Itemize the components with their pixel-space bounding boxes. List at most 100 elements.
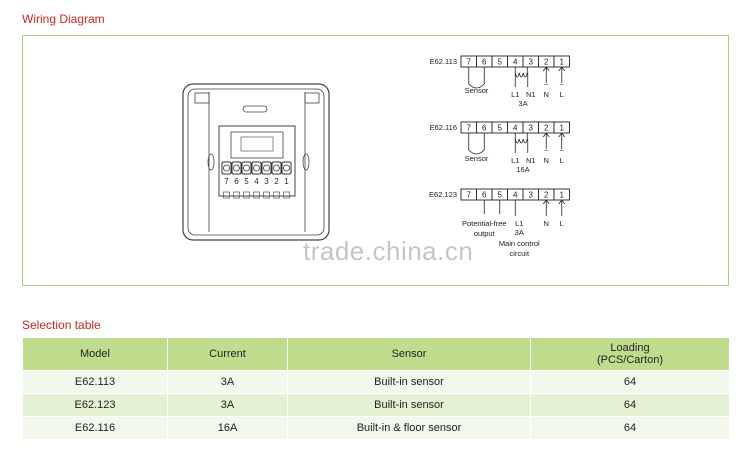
- cell-sensor: Built-in sensor: [287, 370, 531, 394]
- terminal-screw-head: [253, 164, 260, 172]
- power-arrow: [558, 132, 566, 138]
- terminal-screw: [231, 161, 242, 175]
- power-arrow: [558, 66, 566, 72]
- schematic-terminal-number: 1: [560, 191, 565, 200]
- terminal-screw-head: [273, 164, 280, 172]
- schematic-terminal-number: 2: [544, 191, 549, 200]
- schematic-terminal-number: 3: [529, 124, 534, 133]
- circuit-label-line2: circuit: [509, 249, 530, 258]
- schematic-terminal-number: 2: [544, 58, 549, 67]
- header-current: Current: [167, 337, 288, 371]
- terminal-clamp: [253, 191, 260, 199]
- terminal-screw-head: [283, 164, 290, 172]
- power-arrow: [542, 66, 550, 72]
- terminal-number: 5: [244, 177, 249, 186]
- terminal-screw-head: [263, 164, 270, 172]
- schematic-terminal-number: 5: [498, 58, 503, 67]
- terminal-number: 7: [224, 177, 229, 186]
- load-label-n1: N1: [526, 156, 536, 165]
- load-label-l1: L1: [511, 90, 519, 99]
- schematic-terminal-number: 6: [482, 191, 487, 200]
- terminal-number: 3: [264, 177, 269, 186]
- schematic-terminal-number: 4: [513, 124, 518, 133]
- terminal-screw-head: [233, 164, 240, 172]
- schematic-terminal-number: 5: [498, 191, 503, 200]
- terminal-screw: [271, 161, 282, 175]
- cell-loading: 64: [530, 416, 730, 440]
- terminal-number: 4: [254, 177, 259, 186]
- ac-symbol: ~: [560, 146, 565, 155]
- load-current-label: 3A: [518, 99, 527, 108]
- load-coil: [514, 133, 528, 144]
- load-label-l1: L1: [515, 219, 523, 228]
- header-loading-line: Loading: [610, 342, 650, 354]
- power-label: N: [544, 156, 549, 165]
- load-current-label: 3A: [515, 228, 524, 237]
- cell-loading: 64: [530, 393, 730, 417]
- schematic-model-label: E62.116: [430, 123, 457, 132]
- ac-symbol: ~: [544, 146, 549, 155]
- power-label: L: [560, 156, 564, 165]
- cell-model: E62.113: [22, 370, 168, 394]
- terminal-screw: [261, 161, 272, 175]
- sensor-symbol: [468, 83, 485, 89]
- selection-table: Model Current Sensor Loading(PCS/Carton)…: [22, 337, 730, 440]
- terminal-number: 6: [234, 177, 239, 186]
- cell-loading: 64: [530, 370, 730, 394]
- cell-current: 16A: [167, 416, 288, 440]
- cell-current: 3A: [167, 370, 288, 394]
- cell-model: E62.116: [22, 416, 168, 440]
- schematic-terminal-number: 4: [513, 58, 518, 67]
- terminal-screw: [251, 161, 262, 175]
- table-row: E62.123 3A Built-in sensor 64: [22, 393, 730, 417]
- thermostat-backplate: [182, 83, 330, 241]
- schematic-terminal-number: 5: [498, 124, 503, 133]
- schematic-terminal-number: 6: [482, 124, 487, 133]
- terminal-clamp: [233, 191, 240, 199]
- table-row: E62.116 16A Built-in & floor sensor 64: [22, 416, 730, 440]
- wiring-diagram-title: Wiring Diagram: [22, 12, 105, 26]
- schematic-terminal-number: 7: [467, 191, 472, 200]
- output-label-line1: Potential-free: [462, 219, 507, 228]
- terminal-screw-head: [243, 164, 250, 172]
- terminal-screw: [281, 161, 292, 175]
- load-label-n1: N1: [526, 90, 536, 99]
- header-model: Model: [22, 337, 168, 371]
- power-arrow: [558, 199, 566, 205]
- cell-current: 3A: [167, 393, 288, 417]
- schematic-terminal-number: 3: [529, 191, 534, 200]
- load-label-l1: L1: [511, 156, 519, 165]
- sensor-label: Sensor: [465, 154, 489, 163]
- schematic-terminal-number: 6: [482, 58, 487, 67]
- schematic-model-label: E62.123: [429, 190, 457, 199]
- ac-symbol: ~: [544, 80, 549, 89]
- cell-sensor: Built-in sensor: [287, 393, 531, 417]
- schematic-model-label: E62.113: [430, 57, 457, 66]
- sensor-label: Sensor: [465, 86, 489, 95]
- terminal-clamp: [273, 191, 280, 199]
- selection-table-title: Selection table: [22, 318, 101, 332]
- terminal-screw: [221, 161, 232, 175]
- terminal-clamp: [243, 191, 250, 199]
- watermark-text: trade.china.cn: [303, 236, 474, 266]
- output-label-line2: output: [474, 229, 496, 238]
- cell-sensor: Built-in & floor sensor: [287, 416, 531, 440]
- header-loading: Loading(PCS/Carton): [530, 337, 730, 371]
- schematic-terminal-number: 2: [544, 124, 549, 133]
- terminal-screw-head: [223, 164, 230, 172]
- terminal-clamp: [223, 191, 230, 199]
- power-arrow: [542, 199, 550, 205]
- schematic-terminal-number: 7: [467, 124, 472, 133]
- terminal-number: 1: [284, 177, 289, 186]
- power-label: L: [560, 219, 564, 228]
- power-label: N: [544, 219, 549, 228]
- table-header-row: Model Current Sensor Loading(PCS/Carton): [22, 337, 730, 371]
- header-loading-line: (PCS/Carton): [596, 354, 664, 366]
- ac-symbol: ~: [560, 80, 565, 89]
- schematic-terminal-number: 7: [467, 58, 472, 67]
